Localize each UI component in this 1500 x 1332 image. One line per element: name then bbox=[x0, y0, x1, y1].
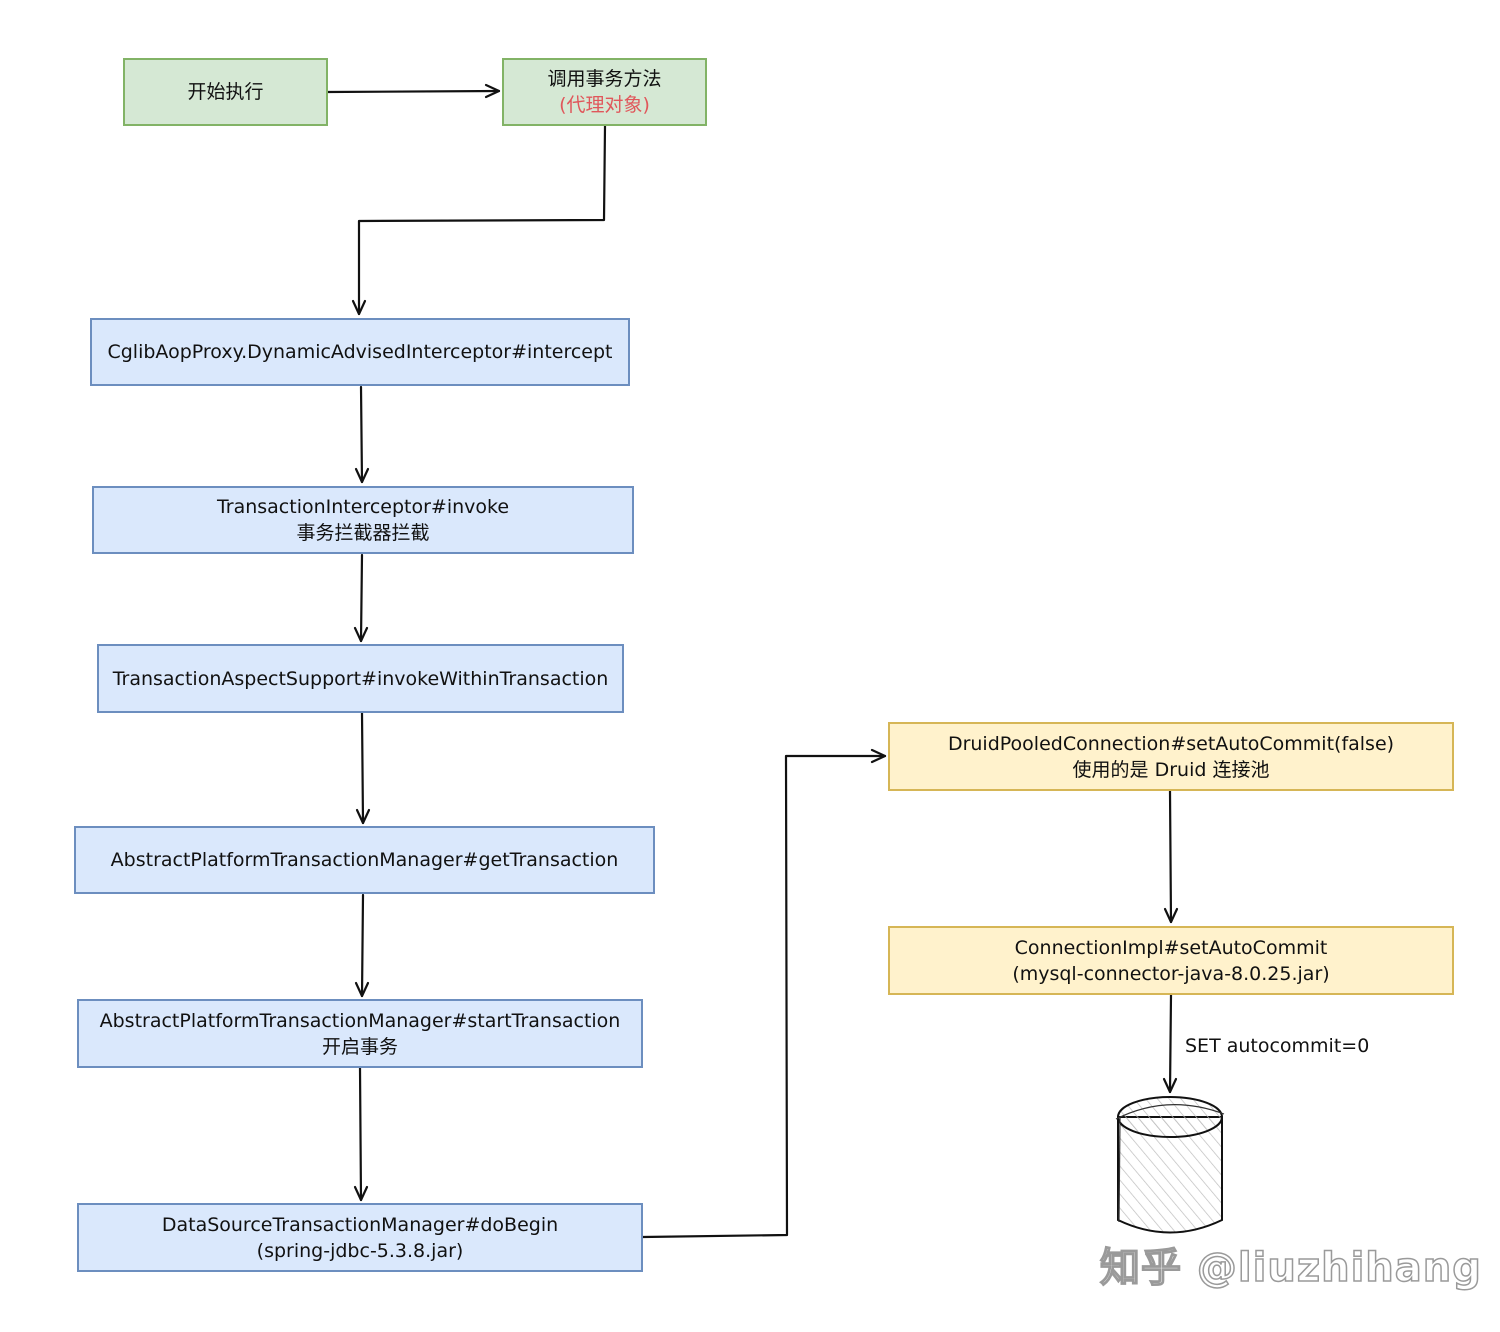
start-transaction-node: AbstractPlatformTransactionManager#start… bbox=[77, 999, 643, 1068]
arrowhead bbox=[354, 981, 370, 998]
cglib-interceptor-label: CglibAopProxy.DynamicAdvisedInterceptor#… bbox=[107, 341, 613, 363]
start-node-label: 开始执行 bbox=[187, 81, 264, 103]
aspect-support-node: TransactionAspectSupport#invokeWithinTra… bbox=[97, 644, 624, 713]
call-method-title: 调用事务方法 bbox=[547, 68, 662, 90]
arrowhead bbox=[484, 83, 501, 99]
watermark: 知乎 @liuzhihang bbox=[1099, 1244, 1482, 1292]
call-method-node: 调用事务方法 (代理对象) bbox=[502, 58, 707, 126]
druid-connection-title: DruidPooledConnection#setAutoCommit(fals… bbox=[947, 732, 1395, 755]
arrowhead bbox=[1162, 1077, 1178, 1094]
arrowhead bbox=[353, 1185, 369, 1202]
transaction-interceptor-note: 事务拦截器拦截 bbox=[296, 522, 430, 544]
druid-connection-node: DruidPooledConnection#setAutoCommit(fals… bbox=[888, 722, 1454, 791]
edge-aspect-to-gettx bbox=[360, 711, 365, 825]
do-begin-note: (spring-jdbc-5.3.8.jar) bbox=[256, 1239, 464, 1262]
edge-connimpl-to-database bbox=[1168, 993, 1173, 1094]
sql-edge-label: SET autocommit=0 bbox=[1185, 1035, 1370, 1057]
database-icon bbox=[1115, 1096, 1225, 1234]
arrowhead bbox=[353, 626, 369, 643]
druid-connection-note: 使用的是 Druid 连接池 bbox=[1072, 758, 1270, 781]
get-transaction-node: AbstractPlatformTransactionManager#getTr… bbox=[74, 826, 655, 894]
get-transaction-label: AbstractPlatformTransactionManager#getTr… bbox=[110, 849, 619, 871]
connection-impl-note: (mysql-connector-java-8.0.25.jar) bbox=[1012, 962, 1330, 985]
connection-impl-title: ConnectionImpl#setAutoCommit bbox=[1014, 936, 1328, 959]
transaction-interceptor-title: TransactionInterceptor#invoke bbox=[216, 496, 510, 518]
start-transaction-title: AbstractPlatformTransactionManager#start… bbox=[99, 1009, 621, 1032]
start-transaction-note: 开启事务 bbox=[321, 1035, 398, 1058]
arrowhead bbox=[870, 748, 887, 764]
do-begin-node: DataSourceTransactionManager#doBegin (sp… bbox=[77, 1203, 643, 1272]
arrowhead bbox=[354, 467, 370, 484]
edge-starttx-to-dobegin bbox=[358, 1066, 363, 1202]
cglib-interceptor-node: CglibAopProxy.DynamicAdvisedInterceptor#… bbox=[90, 318, 630, 386]
edge-dobegin-to-druid bbox=[641, 754, 887, 1239]
arrowhead bbox=[355, 808, 371, 825]
edge-call-to-cglib bbox=[357, 124, 607, 316]
edge-start-to-call bbox=[326, 89, 501, 94]
do-begin-title: DataSourceTransactionManager#doBegin bbox=[161, 1213, 559, 1236]
edge-cglib-to-interceptor bbox=[359, 385, 364, 484]
start-node: 开始执行 bbox=[123, 58, 328, 126]
transaction-interceptor-node: TransactionInterceptor#invoke 事务拦截器拦截 bbox=[92, 486, 634, 554]
connection-impl-node: ConnectionImpl#setAutoCommit (mysql-conn… bbox=[888, 926, 1454, 995]
aspect-support-label: TransactionAspectSupport#invokeWithinTra… bbox=[112, 667, 609, 690]
edge-druid-to-connimpl bbox=[1168, 789, 1173, 924]
edge-gettx-to-starttx bbox=[360, 893, 365, 998]
arrowhead bbox=[351, 299, 367, 316]
arrowhead bbox=[1163, 907, 1179, 924]
edge-interceptor-to-aspect bbox=[359, 553, 364, 643]
proxy-object-note: (代理对象) bbox=[559, 94, 650, 116]
